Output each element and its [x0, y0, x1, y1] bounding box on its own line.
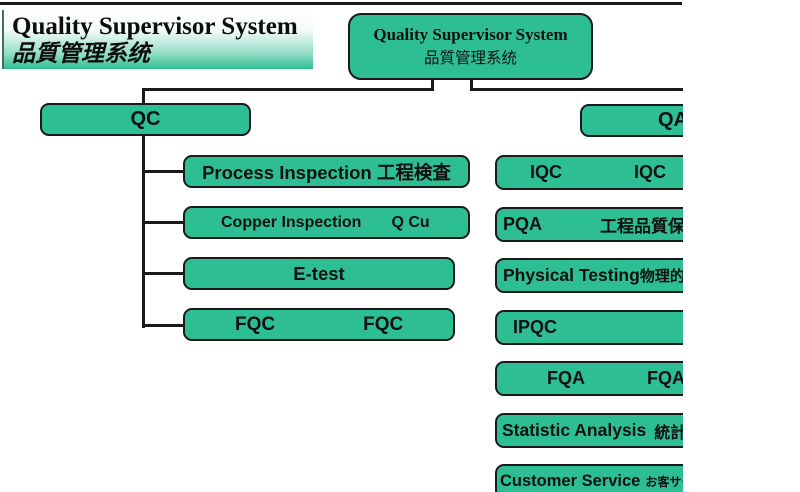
connector-elbow-3	[142, 272, 185, 275]
node-physical-testing-code: 物理的試験	[639, 268, 683, 285]
node-ipqc: IPQC	[495, 310, 683, 345]
node-copper-inspection-code: Q Cu	[391, 213, 430, 231]
connector-elbow-1	[142, 170, 185, 173]
node-qa: QA	[580, 104, 683, 137]
node-copper-inspection-label: Copper Inspection	[221, 213, 362, 231]
slide-content-area: Quality Supervisor System 品質管理系统 Quality…	[0, 2, 683, 492]
node-iqc-label: IQC	[530, 162, 563, 182]
connector-elbow-4	[142, 324, 185, 327]
connector-horizontal-right	[470, 88, 683, 91]
node-physical-testing-label: Physical Testing	[503, 265, 640, 285]
node-physical-testing: Physical Testing 物理的試験	[495, 258, 683, 293]
node-pqa-code: 工程品質保証	[600, 217, 683, 236]
node-process-inspection-label: Process Inspection 工程検査	[202, 161, 451, 183]
node-customer-service: Customer Service お客サービス	[495, 464, 683, 492]
node-ipqc-label: IPQC	[513, 317, 558, 337]
connector-elbow-2	[142, 221, 185, 224]
node-statistic-analysis-code: 統計分析	[654, 424, 683, 442]
slide-subtitle: 品質管理系统	[12, 41, 150, 66]
slide-title-banner: Quality Supervisor System 品質管理系统	[2, 10, 313, 69]
top-border-line	[0, 2, 682, 5]
node-pqa-label: PQA	[503, 214, 543, 234]
connector-qc-trunk	[142, 88, 145, 328]
node-fqc-code: FQC	[363, 313, 404, 335]
node-e-test: E-test	[183, 257, 455, 290]
node-statistic-analysis-label: Statistic Analysis	[502, 420, 647, 440]
node-qc: QC	[40, 103, 251, 136]
node-qa-label: QA	[658, 109, 683, 131]
node-iqc: IQC IQC	[495, 155, 683, 190]
node-fqa-label: FQA	[547, 368, 585, 388]
slide-title: Quality Supervisor System	[12, 13, 298, 40]
node-statistic-analysis: Statistic Analysis 統計分析	[495, 413, 683, 448]
node-fqa: FQA FQA	[495, 361, 683, 396]
node-root-title: Quality Supervisor System	[373, 25, 568, 44]
node-fqc-label: FQC	[235, 313, 276, 335]
node-qc-label: QC	[130, 108, 161, 130]
node-pqa: PQA 工程品質保証	[495, 207, 683, 242]
node-customer-service-code: お客サービス	[645, 475, 683, 489]
node-fqa-code: FQA	[647, 368, 683, 388]
node-fqc: FQC FQC	[183, 308, 455, 341]
node-root-subtitle: 品質管理系统	[423, 50, 517, 67]
node-root: Quality Supervisor System 品質管理系统	[348, 13, 593, 80]
connector-horizontal-left	[142, 88, 434, 91]
node-process-inspection: Process Inspection 工程検査	[183, 155, 470, 188]
connector-root-stub-right	[470, 78, 473, 91]
node-e-test-label: E-test	[293, 262, 345, 284]
node-copper-inspection: Copper Inspection Q Cu	[183, 206, 470, 239]
node-iqc-code: IQC	[634, 162, 667, 182]
node-customer-service-label: Customer Service	[500, 472, 641, 490]
connector-root-stub-left	[431, 78, 434, 91]
